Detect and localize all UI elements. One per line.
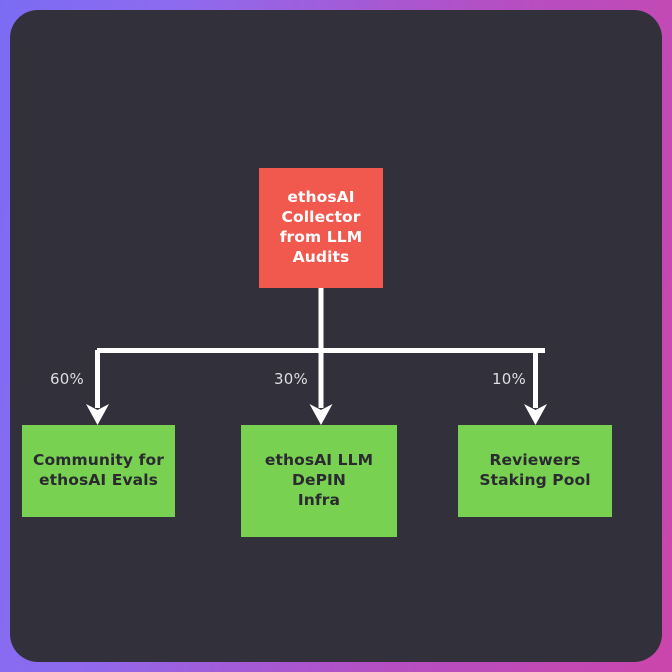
- node-child-community-for-ethosai-evals[interactable]: Community for ethosAI Evals: [22, 425, 175, 517]
- node-root-label: ethosAI Collector from LLM Audits: [279, 188, 363, 266]
- arrowhead-left: [86, 404, 109, 425]
- node-child-ethosai-llm-depin-infra[interactable]: ethosAI LLM DePIN Infra: [241, 425, 397, 537]
- node-child-label: ethosAI LLM DePIN Infra: [264, 451, 374, 509]
- node-child-label: Community for ethosAI Evals: [33, 451, 164, 489]
- node-root-ethosai-collector[interactable]: ethosAI Collector from LLM Audits: [259, 168, 383, 288]
- node-child-label: Reviewers Staking Pool: [479, 451, 591, 489]
- diagram-card: ethosAI Collector from LLM Audits Commun…: [10, 10, 662, 662]
- node-child-reviewers-staking-pool[interactable]: Reviewers Staking Pool: [458, 425, 612, 517]
- arrowhead-right: [524, 404, 547, 425]
- edge-label-percent-10: 10%: [492, 370, 526, 388]
- edge-label-percent-30: 30%: [274, 370, 308, 388]
- edge-connector-layer: [86, 288, 547, 425]
- edge-label-percent-60: 60%: [50, 370, 84, 388]
- arrowhead-middle: [309, 404, 333, 425]
